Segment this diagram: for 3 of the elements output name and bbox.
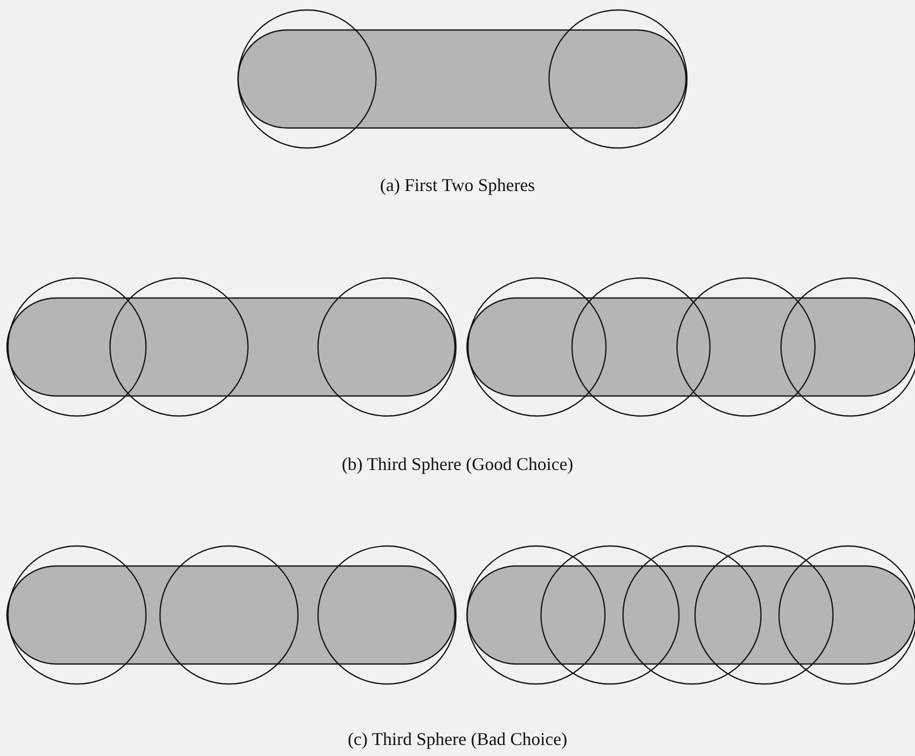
- figure-caption: (a) First Two Spheres: [380, 174, 535, 197]
- figure-caption: (c) Third Sphere (Bad Choice): [348, 728, 568, 751]
- figure-caption: (b) Third Sphere (Good Choice): [342, 453, 574, 476]
